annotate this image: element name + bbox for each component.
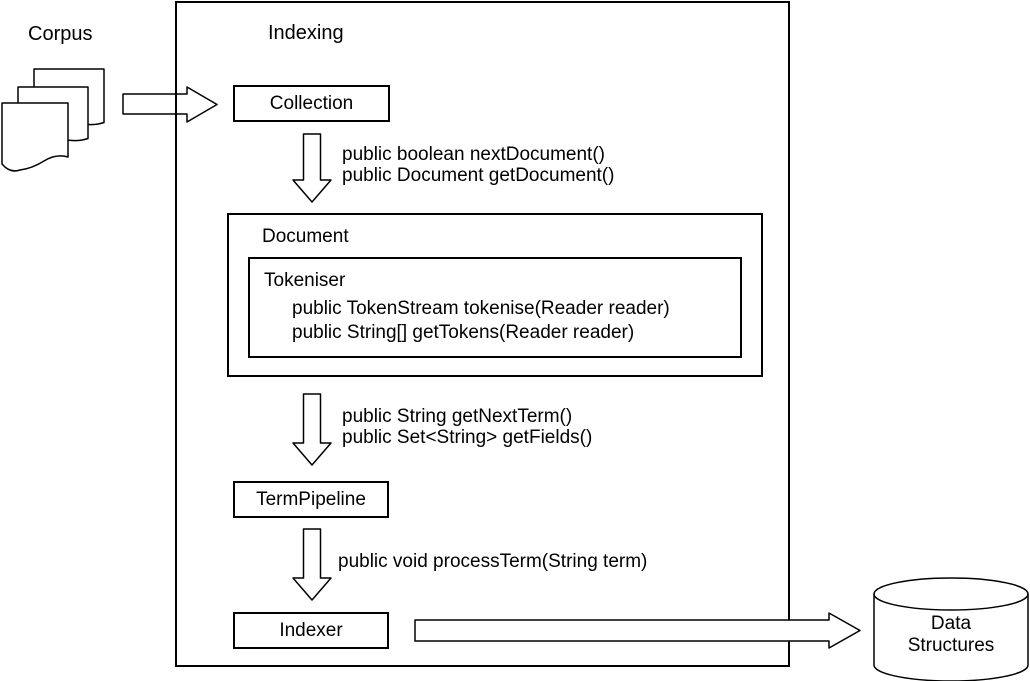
termpipeline-arrow-methods: public void processTerm(String term) (338, 551, 647, 572)
block-arrow-down-icon (292, 393, 332, 466)
block-arrow-right-icon (122, 86, 218, 123)
method-line: public boolean nextDocument() (342, 144, 605, 165)
collection-node: Collection (233, 85, 390, 122)
method-line: public Document getDocument() (342, 165, 615, 186)
indexer-node: Indexer (233, 612, 389, 649)
block-arrow-down-icon (292, 133, 332, 203)
termpipeline-node: TermPipeline (233, 481, 389, 518)
method-line: public void processTerm(String term) (338, 551, 648, 572)
block-arrow-right-icon (414, 612, 861, 649)
data-structures-label-line1: Data (930, 613, 972, 634)
corpus-label: Corpus (28, 23, 93, 45)
tokeniser-methods: public TokenStream tokenise(Reader reade… (292, 297, 670, 345)
document-arrow-methods: public String getNextTerm() public Set<S… (342, 406, 592, 448)
document-stack-icon (1, 68, 105, 172)
database-cylinder-icon (873, 577, 1029, 681)
method-line: public String[] getTokens(Reader reader) (292, 322, 635, 343)
tokeniser-node-label: Tokeniser (264, 270, 346, 291)
data-structures-label: Data Structures (874, 613, 1028, 657)
indexer-node-label: Indexer (279, 619, 343, 641)
indexing-label: Indexing (268, 22, 344, 44)
indexing-frame (175, 1, 790, 667)
termpipeline-node-label: TermPipeline (256, 488, 366, 510)
document-node-label: Document (262, 226, 349, 247)
tokeniser-node (248, 257, 742, 358)
method-line: public Set<String> getFields() (342, 427, 593, 448)
method-line: public String getNextTerm() (342, 406, 573, 427)
collection-node-label: Collection (269, 92, 354, 114)
block-arrow-down-icon (292, 528, 332, 601)
method-line: public TokenStream tokenise(Reader reade… (292, 298, 670, 319)
data-structures-label-line2: Structures (907, 635, 995, 656)
collection-arrow-methods: public boolean nextDocument() public Doc… (342, 144, 614, 186)
